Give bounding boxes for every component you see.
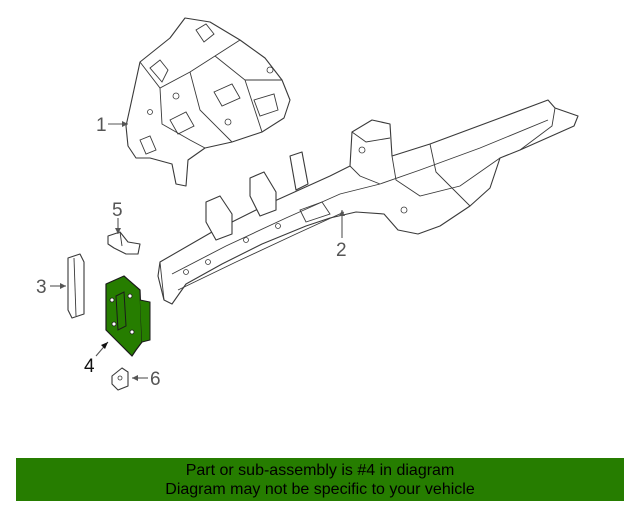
banner-line-part-number: Part or sub-assembly is #4 in diagram xyxy=(185,462,455,479)
part-2-side-member[interactable] xyxy=(157,99,579,305)
callout-1: 1 xyxy=(96,115,107,136)
callout-3: 3 xyxy=(36,277,47,298)
callout-2: 2 xyxy=(336,240,347,261)
part-5-small-bracket[interactable] xyxy=(107,231,141,255)
part-1-apron-assembly[interactable] xyxy=(125,17,291,187)
leader-lines xyxy=(50,121,345,381)
part-info-banner: Part or sub-assembly is #4 in diagram Di… xyxy=(16,458,624,501)
callout-6: 6 xyxy=(150,369,161,390)
callout-4: 4 xyxy=(84,356,95,377)
part-4-bracket-highlighted[interactable] xyxy=(105,275,151,357)
callout-5: 5 xyxy=(112,200,123,221)
banner-line-disclaimer: Diagram may not be specific to your vehi… xyxy=(165,481,475,498)
part-3-reinforcement[interactable] xyxy=(67,253,85,319)
part-6-clip[interactable] xyxy=(111,367,129,391)
